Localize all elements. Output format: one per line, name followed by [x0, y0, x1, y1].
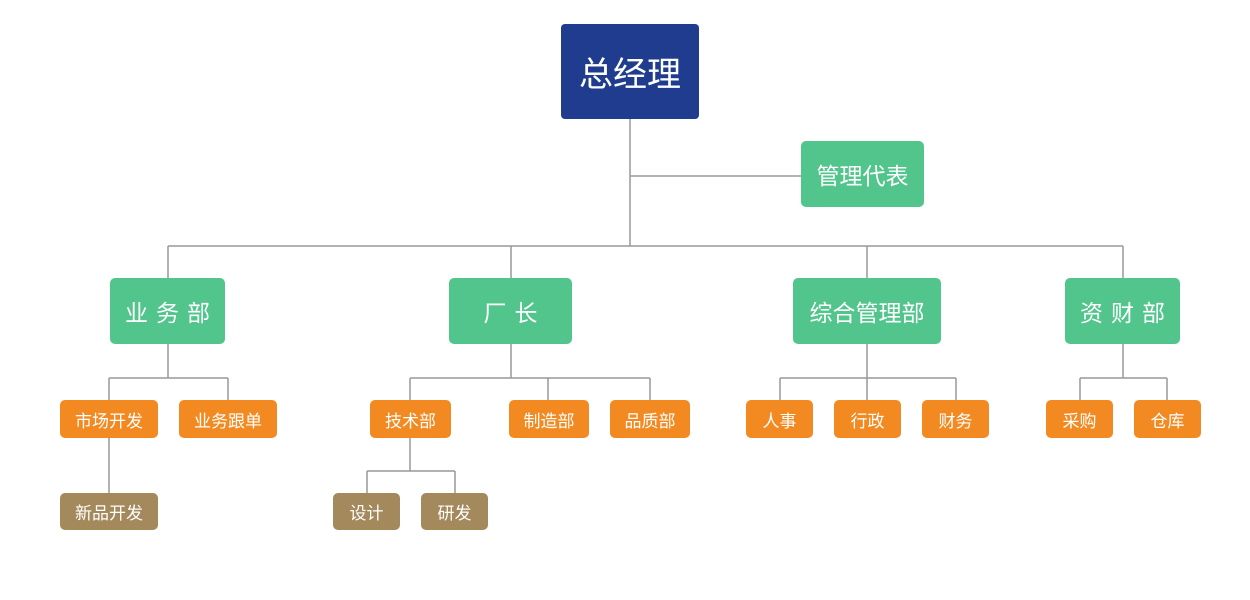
node-unit-quality[interactable]: 品质部	[610, 400, 690, 438]
node-unit-purchasing[interactable]: 采购	[1046, 400, 1113, 438]
node-unit-administration[interactable]: 行政	[834, 400, 901, 438]
node-general-manager[interactable]: 总经理	[561, 24, 699, 119]
node-unit-manufacturing[interactable]: 制造部	[509, 400, 589, 438]
node-unit-finance[interactable]: 财务	[922, 400, 989, 438]
node-sub-research[interactable]: 研发	[421, 493, 488, 530]
node-dept-general-admin[interactable]: 综合管理部	[793, 278, 941, 344]
node-dept-materials-finance[interactable]: 资财部	[1065, 278, 1180, 344]
node-unit-market-dev[interactable]: 市场开发	[60, 400, 158, 438]
node-unit-hr[interactable]: 人事	[746, 400, 813, 438]
node-sub-design[interactable]: 设计	[333, 493, 400, 530]
node-unit-warehouse[interactable]: 仓库	[1134, 400, 1201, 438]
node-unit-technology[interactable]: 技术部	[370, 400, 451, 438]
node-management-rep[interactable]: 管理代表	[801, 141, 924, 207]
node-dept-business[interactable]: 业务部	[110, 278, 225, 344]
node-unit-order-followup[interactable]: 业务跟单	[179, 400, 277, 438]
node-sub-new-product-dev[interactable]: 新品开发	[60, 493, 158, 530]
node-dept-factory-director[interactable]: 厂长	[449, 278, 572, 344]
